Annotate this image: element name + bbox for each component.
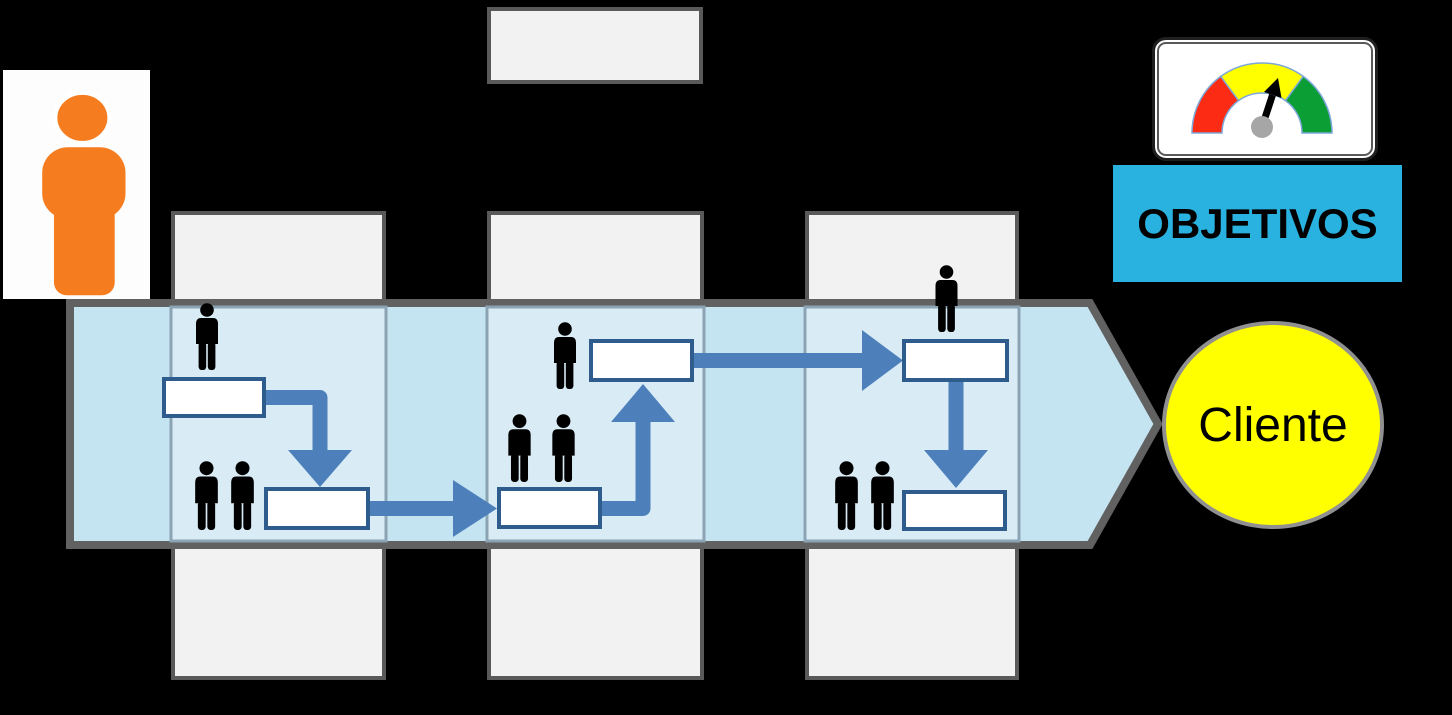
customer-label: Cliente	[1198, 398, 1348, 452]
person-icon	[42, 89, 126, 296]
gauge-needle-tip	[1264, 78, 1282, 98]
process-owner-card	[3, 70, 150, 299]
process-step-box-5	[902, 339, 1009, 382]
process-step-box-6	[902, 490, 1007, 531]
worker-icon	[935, 265, 958, 332]
process-step-box-3	[497, 487, 602, 529]
worker-icon	[196, 303, 218, 370]
top-department-box	[487, 7, 703, 84]
worker-icon	[552, 414, 575, 482]
worker-icon	[554, 322, 576, 389]
worker-icon	[195, 461, 218, 530]
gauge-card	[1152, 37, 1378, 161]
worker-icon	[871, 461, 894, 530]
gauge-icon	[1191, 62, 1333, 138]
flow-arrow-4	[693, 330, 903, 391]
flow-arrow-5	[924, 382, 988, 488]
flow-arrow-3	[601, 384, 675, 516]
gauge-hub	[1251, 116, 1273, 138]
gauge-green-zone	[1284, 75, 1333, 134]
worker-icon	[508, 414, 531, 482]
process-step-box-2	[264, 487, 370, 530]
process-step-box-4	[589, 339, 694, 382]
customer-circle: Cliente	[1162, 321, 1384, 529]
objectives-label: OBJETIVOS	[1137, 199, 1378, 247]
worker-icon	[231, 461, 254, 530]
flow-arrow-1	[266, 390, 352, 487]
process-step-box-1	[162, 377, 266, 418]
flow-arrow-2	[370, 480, 497, 537]
objectives-banner: OBJETIVOS	[1113, 165, 1402, 282]
worker-icon	[835, 461, 858, 530]
